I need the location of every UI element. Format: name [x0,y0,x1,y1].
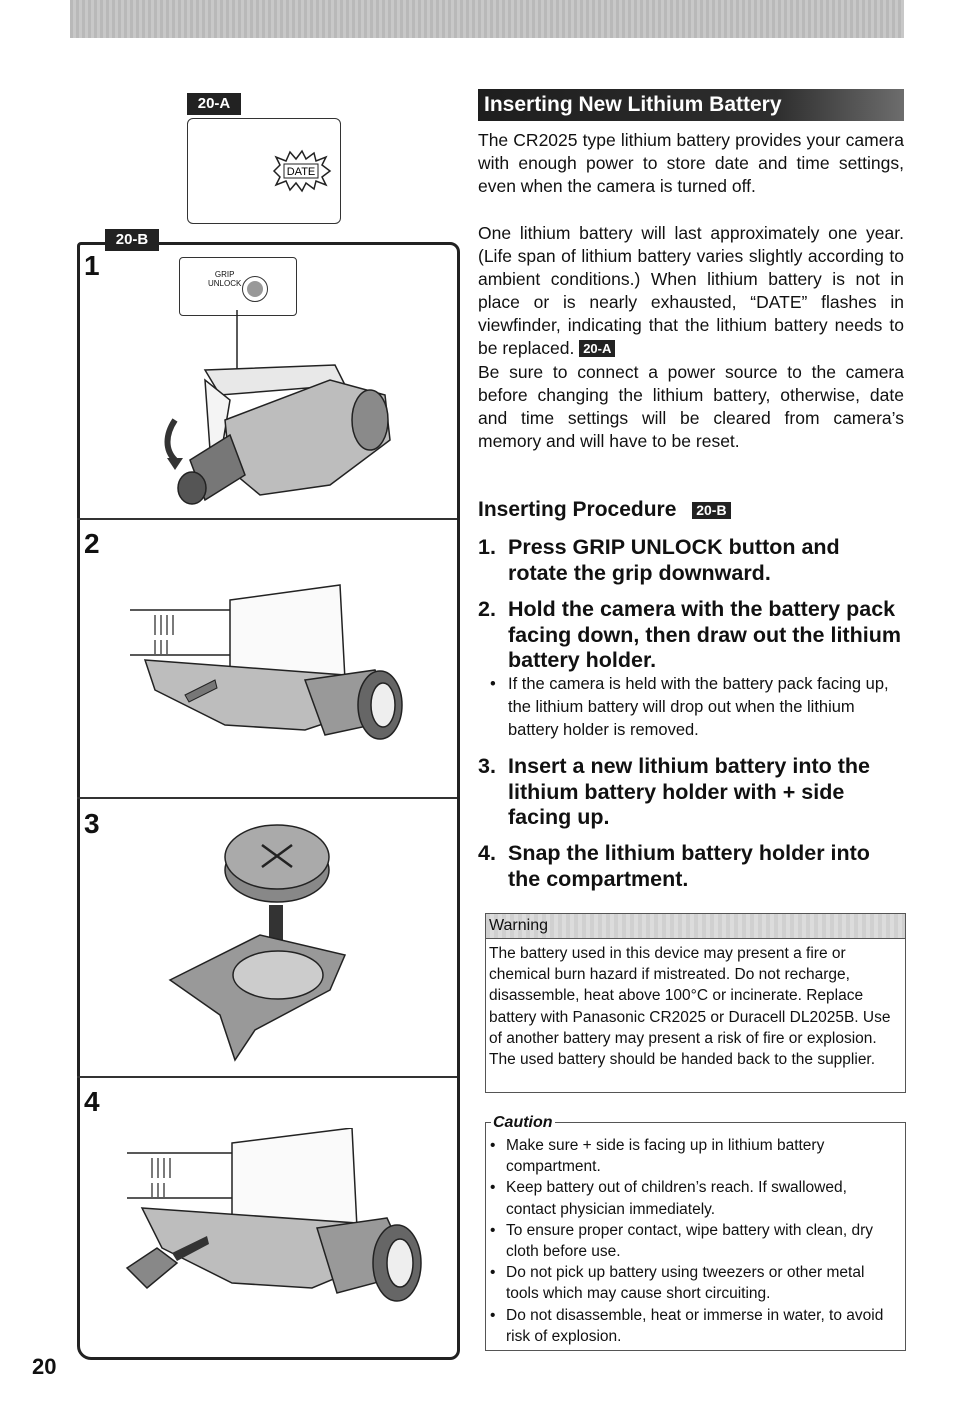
viewfinder-display: DATE [187,118,341,224]
procedure-step: 2. Hold the camera with the battery pack… [478,597,901,672]
grip-unlock-button-drawing [242,276,268,302]
intro-paragraph: The CR2025 type lithium battery provides… [478,130,904,197]
illustration-step-number: 3 [84,808,100,839]
figure-a-tag: 20-A [187,93,241,115]
procedure-step: 3. Insert a new lithium battery into the… [478,754,870,829]
grip-unlock-callout: GRIP UNLOCK [179,257,297,316]
panel-divider [77,518,457,520]
warning-box: Warning The battery used in this device … [485,913,906,1093]
procedure-illustration [77,242,460,1360]
warning-label: Warning [486,914,905,939]
camcorder-snap-drawing [125,1128,422,1302]
panel-divider [77,1076,457,1078]
camcorder-grip-drawing [164,310,391,505]
figure-a-ref: 20-A [579,340,616,358]
caution-item: Keep battery out of children’s reach. If… [490,1177,899,1219]
page-number: 20 [32,1354,57,1379]
procedure-step: 1. Press GRIP UNLOCK button and rotate t… [478,535,840,585]
procedure-heading: Inserting Procedure 20-B [478,498,904,522]
camcorder-holder-drawing [130,584,403,740]
illustration-step-number: 4 [84,1086,100,1117]
power-paragraph: Be sure to connect a power source to the… [478,362,904,452]
lifespan-paragraph: One lithium battery will last approximat… [478,222,904,361]
figure-b-ref: 20-B [692,502,731,519]
lithium-battery-drawing [168,824,347,1062]
unlock-label: UNLOCK [208,279,242,288]
header-bar [70,0,904,38]
step2-note: If the camera is held with the battery p… [490,673,904,742]
caution-item: Do not disassemble, heat or immerse in w… [490,1305,899,1347]
caution-item: Make sure + side is facing up in lithium… [490,1135,899,1177]
illustration-step-number: 1 [84,250,100,281]
figure-b-tag: 20-B [105,229,159,251]
grip-label: GRIP [214,270,235,279]
caution-label: Caution [491,1114,555,1132]
lifespan-text: One lithium battery will last approximat… [478,223,904,359]
section-title: Inserting New Lithium Battery [478,89,904,121]
caution-box: Caution Make sure + side is facing up in… [485,1114,906,1351]
warning-text: The battery used in this device may pres… [489,945,891,1069]
illustration-step-number: 2 [84,528,100,559]
procedure-step: 4. Snap the lithium battery holder into … [478,841,870,891]
lcd-date-text: DATE [287,166,316,178]
date-flash-icon: DATE [272,149,332,193]
procedure-title: Inserting Procedure [478,498,677,521]
caution-item: Do not pick up battery using tweezers or… [490,1262,899,1304]
caution-item: To ensure proper contact, wipe battery w… [490,1220,899,1262]
panel-divider [77,797,457,799]
